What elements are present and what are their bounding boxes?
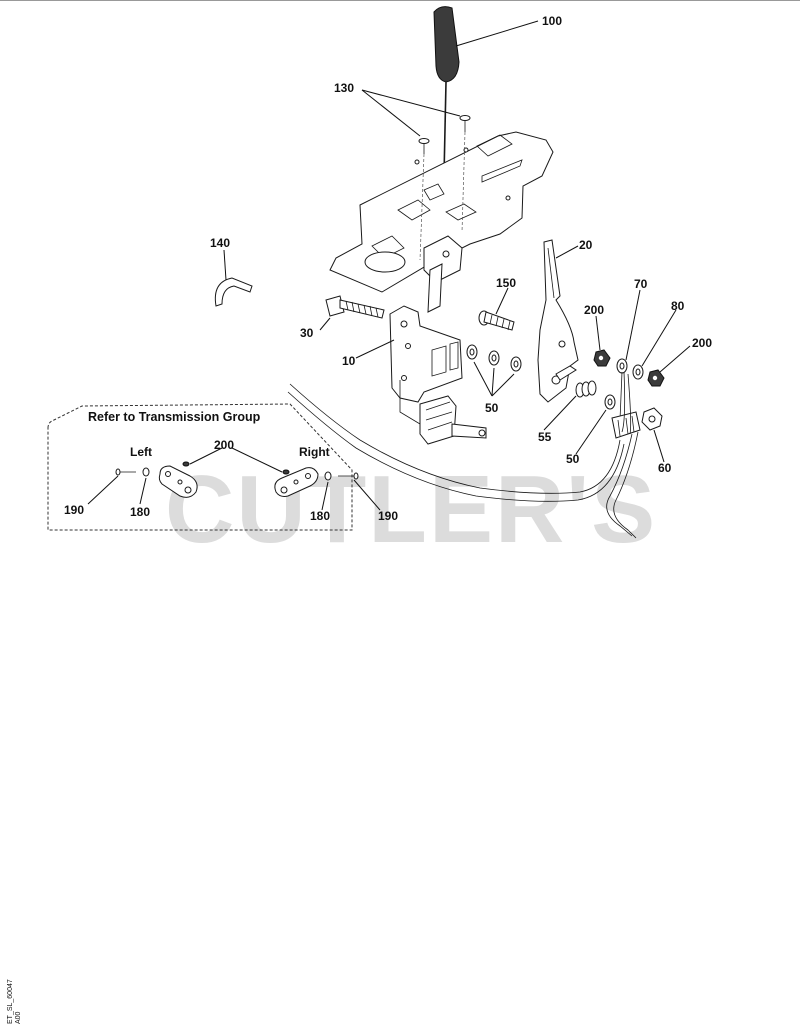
part-washer-50-lower [604,394,616,410]
part-screws-130 [418,115,471,261]
part-right-linkage [274,467,359,497]
part-pivot-block [423,235,463,313]
part-spring-55 [575,380,597,398]
group-right-label: Right [299,445,330,459]
part-cable-end-70 [616,358,628,421]
callout-group-180-left: 180 [130,505,150,519]
figure-code-text: ET_SL_60047 [7,979,14,1024]
part-left-linkage [115,461,198,498]
group-title: Refer to Transmission Group [88,410,261,424]
figure-code: ET_SL_60047 A00 [7,979,22,1024]
callout-group-190-right: 190 [378,509,398,523]
leader-lines [223,20,691,463]
part-washers-50 [466,344,522,372]
callout-100: 100 [542,14,562,28]
callout-70: 70 [634,277,648,291]
part-mounting-plate [329,131,554,293]
part-bolt-30 [325,295,385,319]
group-left-label: Left [130,445,152,459]
part-washer-80 [632,364,644,380]
callout-200-right: 200 [692,336,712,350]
part-clip-140 [214,277,253,307]
part-lever-20 [537,239,579,403]
transmission-group-inset: Refer to Transmission Group Left Right [47,403,398,531]
part-nut-200 [593,349,611,367]
part-nut-200-right [647,369,665,387]
callout-10: 10 [342,354,356,368]
part-cable-clamps [611,411,641,439]
callout-20: 20 [579,238,593,252]
callout-55: 55 [538,430,552,444]
callout-group-200: 200 [214,438,234,452]
callout-140: 140 [210,236,230,250]
part-locknut-60 [641,407,663,431]
watermark-text: CUTLER'S [165,456,657,563]
part-screw-150 [478,310,515,331]
callout-130: 130 [334,81,354,95]
callout-30: 30 [300,326,314,340]
callout-60: 60 [658,461,672,475]
part-shift-knob [433,6,460,177]
callout-50-lower: 50 [566,452,580,466]
figure-rev-text: A00 [15,1011,22,1024]
part-switch [419,395,487,445]
callout-50-center: 50 [485,401,499,415]
callout-200-center: 200 [584,303,604,317]
part-control-cables [287,371,639,539]
watermark: CUTLER'S [165,456,657,563]
callout-group-190-left: 190 [64,503,84,517]
callout-group-180-right: 180 [310,509,330,523]
callout-80: 80 [671,299,685,313]
callout-150: 150 [496,276,516,290]
part-bracket-10 [389,305,463,425]
callout-labels: 100 130 140 20 150 200 70 80 200 30 10 5… [210,14,712,475]
